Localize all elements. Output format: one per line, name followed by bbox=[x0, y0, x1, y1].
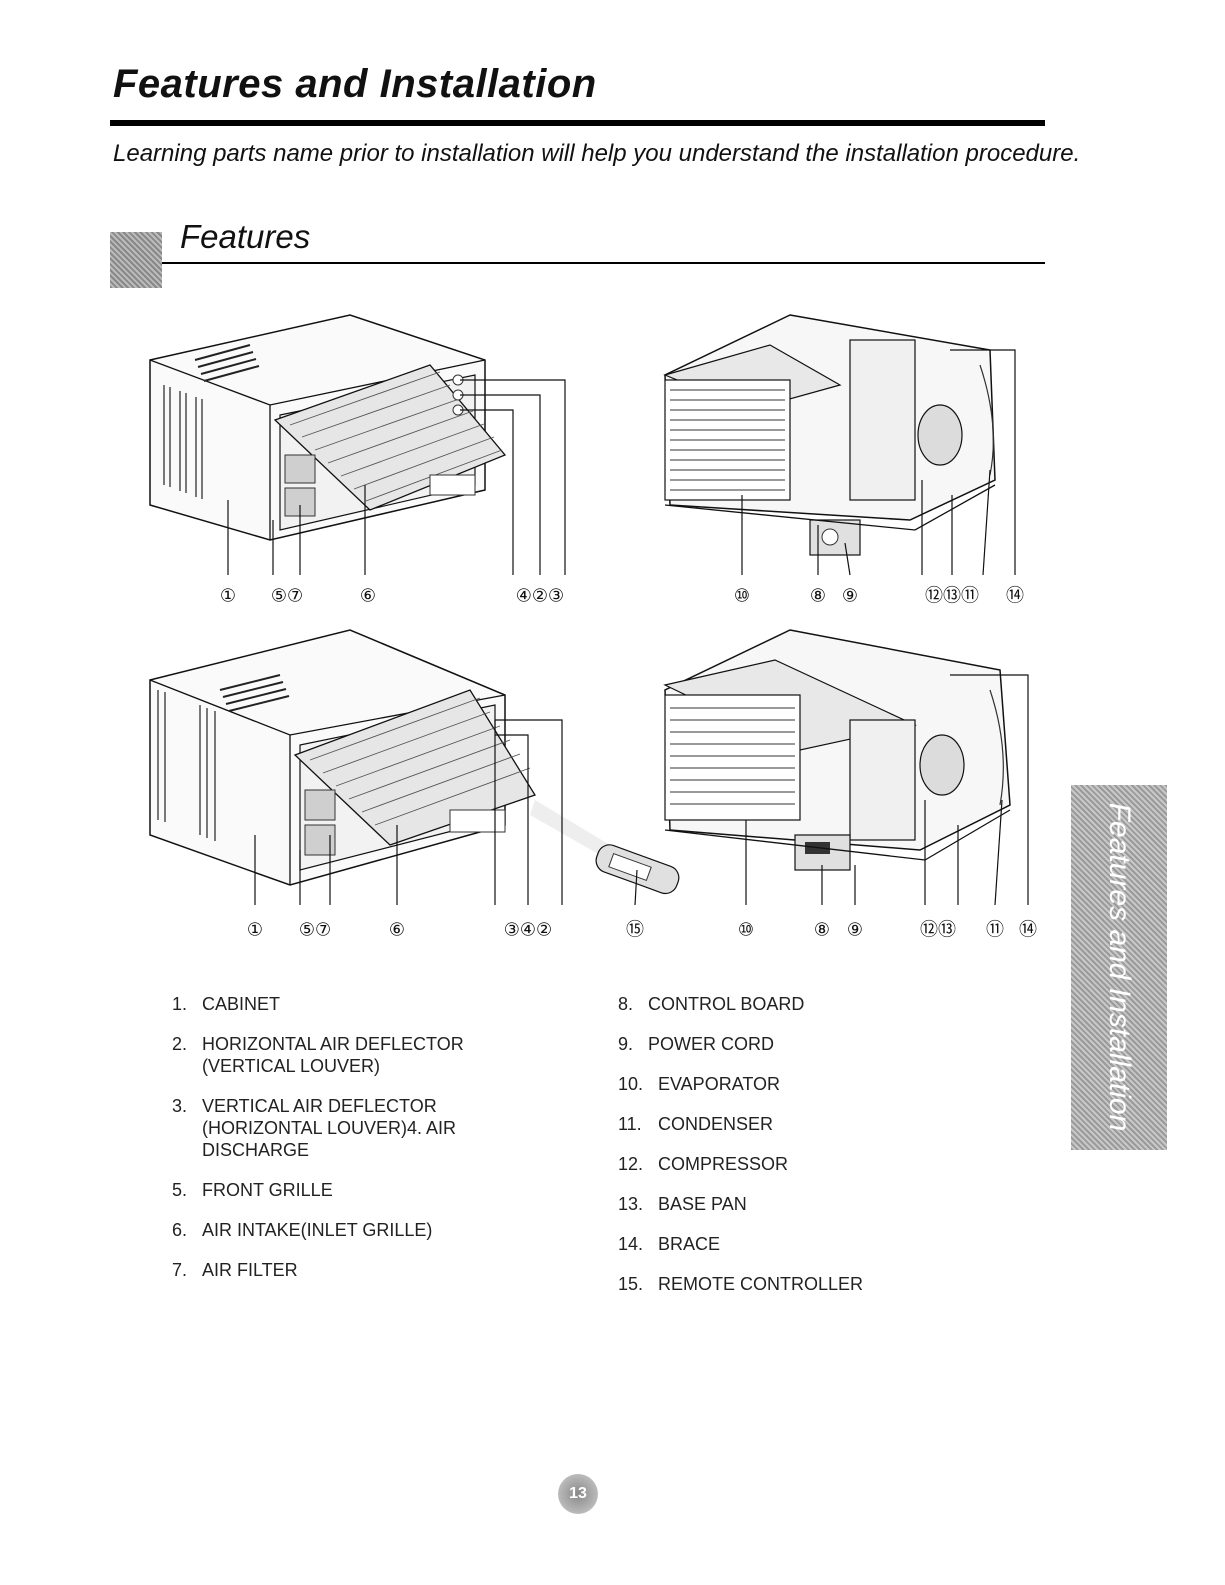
part-name: POWER CORD bbox=[648, 1034, 774, 1054]
callout-label: ⑩ bbox=[738, 920, 754, 941]
part-number: 5. bbox=[172, 1180, 188, 1200]
list-item: 14. BRACE bbox=[618, 1233, 998, 1255]
callout-label: ① bbox=[247, 920, 263, 941]
part-name: BASE PAN bbox=[658, 1194, 747, 1214]
part-name: FRONT GRILLE bbox=[202, 1180, 333, 1200]
part-number: 15. bbox=[618, 1274, 644, 1294]
page-number-badge: 13 bbox=[558, 1474, 598, 1514]
list-item: 11. CONDENSER bbox=[618, 1113, 998, 1135]
callout-label: ⑭ bbox=[1006, 586, 1024, 607]
list-item: 7. AIR FILTER bbox=[172, 1259, 552, 1281]
cabinet-illustration bbox=[149, 629, 680, 895]
list-item: 5. FRONT GRILLE bbox=[172, 1179, 552, 1201]
callout-label: ⑪ bbox=[986, 920, 1004, 941]
side-section-tab: Features and Installation bbox=[1071, 785, 1167, 1150]
section-rule bbox=[162, 262, 1045, 264]
callout-label: ⑫⑬⑪ bbox=[925, 586, 979, 607]
list-item: 3. VERTICAL AIR DEFLECTOR(HORIZONTAL LOUV… bbox=[172, 1095, 552, 1161]
diagram-front-view-top: ① ⑤⑦ ⑥ ④②③ bbox=[149, 314, 566, 607]
callout-label: ③④② bbox=[504, 920, 552, 941]
part-number: 1. bbox=[172, 994, 188, 1014]
list-item: 6. AIR INTAKE(INLET GRILLE) bbox=[172, 1219, 552, 1241]
callout-label: ⑧ bbox=[814, 920, 830, 941]
list-item: 15. REMOTE CONTROLLER bbox=[618, 1273, 998, 1295]
callout-label: ⑨ bbox=[842, 586, 858, 607]
chassis-illustration bbox=[663, 314, 996, 556]
title-rule bbox=[110, 120, 1045, 126]
chassis-illustration bbox=[663, 629, 1011, 871]
part-number: 6. bbox=[172, 1220, 188, 1240]
diagram-chassis-view-bottom: ⑩ ⑧ ⑨ ⑫⑬ ⑪ ⑭ bbox=[663, 629, 1037, 941]
part-name: CABINET bbox=[202, 994, 281, 1014]
callout-label: ⑫⑬ bbox=[920, 920, 956, 941]
part-name: CONDENSER bbox=[658, 1114, 774, 1134]
callout-label: ① bbox=[220, 586, 236, 607]
part-number: 7. bbox=[172, 1260, 188, 1280]
list-item: 12. COMPRESSOR bbox=[618, 1153, 998, 1175]
cabinet-illustration bbox=[149, 314, 507, 541]
part-name: COMPRESSOR bbox=[658, 1154, 789, 1174]
callout-label: ⑮ bbox=[626, 920, 644, 941]
intro-text: Learning parts name prior to installatio… bbox=[113, 140, 1081, 167]
part-number: 13. bbox=[618, 1194, 644, 1214]
part-number: 10. bbox=[618, 1074, 644, 1094]
callout-label: ⑥ bbox=[360, 586, 376, 607]
part-name: EVAPORATOR bbox=[658, 1074, 781, 1094]
callout-label: ⑭ bbox=[1019, 920, 1037, 941]
callout-label: ⑤⑦ bbox=[299, 920, 331, 941]
part-number: 12. bbox=[618, 1154, 644, 1174]
parts-list-right: 8. CONTROL BOARD 9. POWER CORD 10. EVAPORAT… bbox=[618, 993, 998, 1313]
diagram-chassis-view-top: ⑩ ⑧ ⑨ ⑫⑬⑪ ⑭ bbox=[663, 314, 1024, 607]
list-item: 8. CONTROL BOARD bbox=[618, 993, 998, 1015]
list-item: 9. POWER CORD bbox=[618, 1033, 998, 1055]
section-title: Features bbox=[180, 218, 311, 255]
part-number: 8. bbox=[618, 994, 634, 1014]
side-tab-label: Features and Installation bbox=[1103, 802, 1136, 1132]
list-item: 1. CABINET bbox=[172, 993, 552, 1015]
part-name: VERTICAL AIR DEFLECTOR bbox=[202, 1096, 437, 1116]
part-number: 14. bbox=[618, 1234, 644, 1254]
part-name-continued: (VERTICAL LOUVER) bbox=[202, 1056, 381, 1076]
part-number: 11. bbox=[618, 1114, 642, 1134]
part-name: HORIZONTAL AIR DEFLECTOR bbox=[202, 1034, 464, 1054]
part-name: BRACE bbox=[658, 1234, 721, 1254]
diagram-front-view-bottom: ① ⑤⑦ ⑥ ③④② ⑮ bbox=[149, 629, 680, 941]
part-number: 3. bbox=[172, 1096, 188, 1116]
part-number: 9. bbox=[618, 1034, 634, 1054]
list-item: 13. BASE PAN bbox=[618, 1193, 998, 1215]
section-marker bbox=[110, 232, 162, 288]
list-item: 10. EVAPORATOR bbox=[618, 1073, 998, 1095]
part-name: CONTROL BOARD bbox=[648, 994, 805, 1014]
list-item: 2. HORIZONTAL AIR DEFLECTOR(VERTICAL LOUV… bbox=[172, 1033, 552, 1077]
page-title: Features and Installation bbox=[113, 62, 597, 106]
part-number: 2. bbox=[172, 1034, 188, 1054]
callout-label: ⑩ bbox=[734, 586, 750, 607]
part-name-continued: DISCHARGE bbox=[202, 1140, 310, 1160]
part-name: REMOTE CONTROLLER bbox=[658, 1274, 864, 1294]
parts-list-left: 1. CABINET 2. HORIZONTAL AIR DEFLECTOR(VER… bbox=[172, 993, 552, 1299]
callout-label: ⑧ bbox=[810, 586, 826, 607]
part-name: AIR INTAKE(INLET GRILLE) bbox=[202, 1220, 433, 1240]
callout-label: ⑨ bbox=[847, 920, 863, 941]
callout-label: ④②③ bbox=[516, 586, 564, 607]
callout-label: ⑥ bbox=[389, 920, 405, 941]
part-name: AIR FILTER bbox=[202, 1260, 298, 1280]
remote-controller-illustration bbox=[595, 844, 680, 895]
part-name-continued: (HORIZONTAL LOUVER)4. AIR bbox=[202, 1118, 457, 1138]
callout-label: ⑤⑦ bbox=[271, 586, 303, 607]
